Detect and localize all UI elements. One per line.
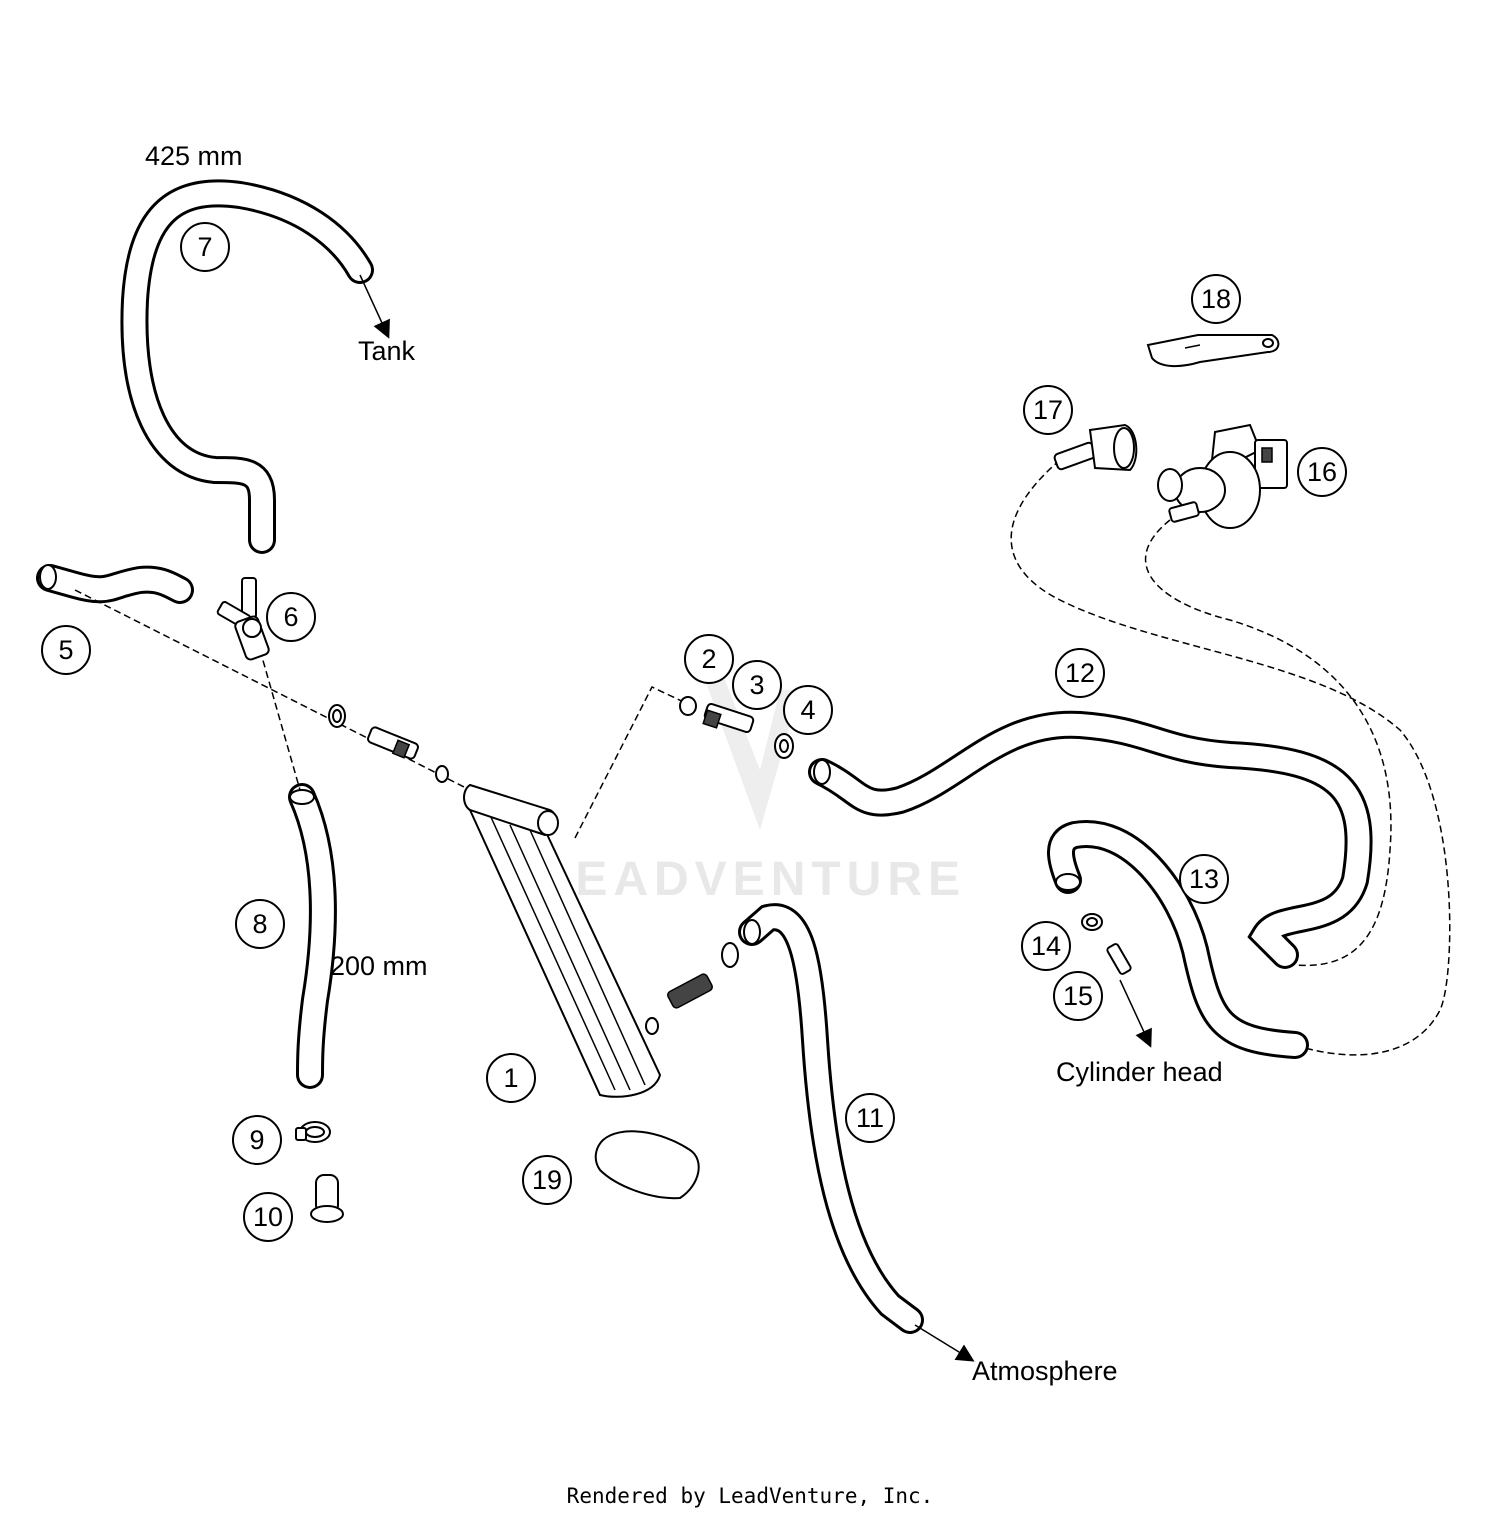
fitting-oring-left (435, 765, 449, 783)
svg-text:8: 8 (252, 909, 267, 939)
hose-8 (288, 783, 337, 1089)
callout-9: 9 (232, 1115, 282, 1165)
label-tank: Tank (358, 336, 416, 366)
svg-text:9: 9 (249, 1125, 264, 1155)
fitting-clamp-left (328, 704, 346, 728)
svg-text:5: 5 (58, 635, 73, 665)
part-18-bracket (1146, 334, 1280, 368)
svg-text:7: 7 (197, 232, 212, 262)
callout-10: 10 (243, 1192, 293, 1242)
hose-12 (808, 710, 1373, 969)
part-9-clamp (295, 1121, 331, 1143)
callout-5: 5 (41, 625, 91, 675)
callout-6: 6 (266, 592, 316, 642)
svg-text:13: 13 (1189, 864, 1219, 894)
svg-text:15: 15 (1063, 981, 1093, 1011)
svg-text:16: 16 (1307, 457, 1337, 487)
watermark-text: LEADVENTURE (540, 853, 966, 906)
svg-text:12: 12 (1065, 658, 1095, 688)
callout-3: 3 (732, 660, 782, 710)
callout-19: 19 (522, 1155, 572, 1205)
svg-text:4: 4 (800, 695, 815, 725)
callout-16: 16 (1297, 447, 1347, 497)
callout-1: 1 (486, 1053, 536, 1103)
callout-18: 18 (1191, 274, 1241, 324)
hose-11 (738, 903, 975, 1362)
svg-text:6: 6 (283, 602, 298, 632)
callout-13: 13 (1179, 854, 1229, 904)
label-atmosphere: Atmosphere (972, 1356, 1118, 1386)
part-10-cap (310, 1174, 344, 1223)
label-200mm: 200 mm (330, 951, 428, 981)
part-14-clamp (1081, 913, 1103, 931)
callout-8: 8 (235, 899, 285, 949)
fitting-lower (645, 942, 739, 1035)
svg-text:1: 1 (503, 1063, 518, 1093)
footer-credit: Rendered by LeadVenture, Inc. (566, 1484, 934, 1508)
fitting-nipple-left (367, 726, 419, 760)
callout-7: 7 (180, 222, 230, 272)
svg-text:11: 11 (856, 1103, 884, 1133)
callout-17: 17 (1023, 385, 1073, 435)
svg-text:2: 2 (701, 644, 716, 674)
callout-14: 14 (1021, 921, 1071, 971)
svg-text:10: 10 (253, 1202, 283, 1232)
callout-2: 2 (684, 634, 734, 684)
hose-7 (120, 179, 390, 554)
label-425mm: 425 mm (145, 141, 243, 171)
part-17-connector (1053, 423, 1138, 472)
part-1-canister (463, 783, 662, 1098)
svg-text:14: 14 (1031, 931, 1061, 961)
part-2-oring (679, 696, 697, 716)
callout-11: 11 (845, 1093, 895, 1143)
svg-text:19: 19 (532, 1165, 562, 1195)
callout-12: 12 (1055, 648, 1105, 698)
part-16-valve (1157, 423, 1288, 529)
part-4-clamp (774, 733, 794, 759)
part-15-nipple (1106, 943, 1132, 975)
part-19-pad (594, 1130, 700, 1200)
svg-text:18: 18 (1201, 284, 1231, 314)
hose-5 (36, 564, 194, 604)
part-3-nipple (702, 703, 755, 733)
svg-text:17: 17 (1033, 395, 1063, 425)
callout-4: 4 (783, 685, 833, 735)
svg-text:3: 3 (749, 670, 764, 700)
label-cylinder-head: Cylinder head (1056, 1057, 1223, 1087)
part-6-y-connector (216, 577, 270, 661)
callout-15: 15 (1053, 971, 1103, 1021)
hose-13 (1047, 820, 1309, 1059)
